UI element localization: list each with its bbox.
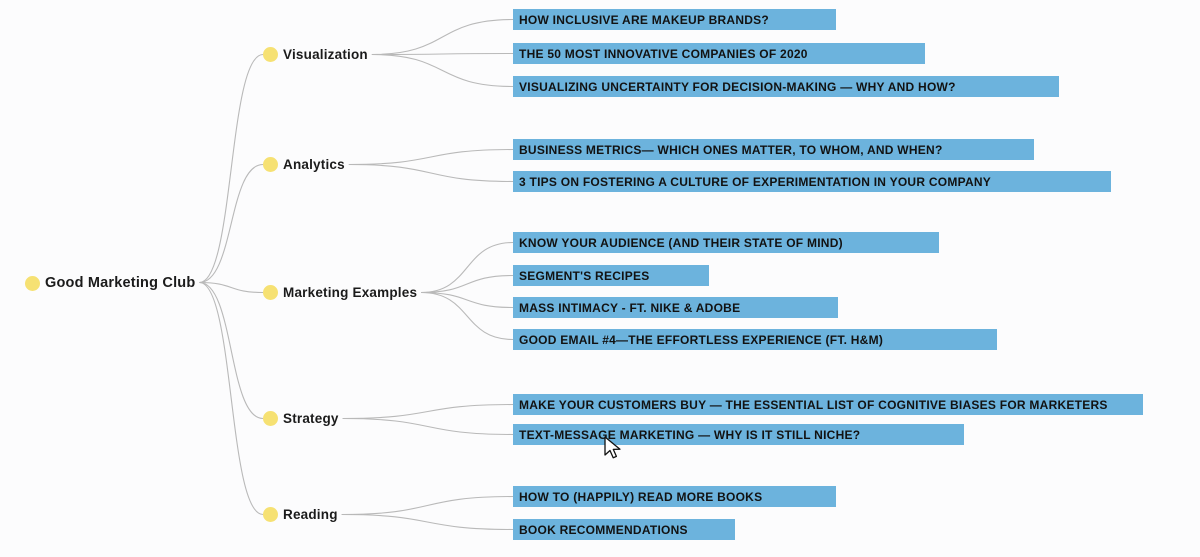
edge-root-to-marketing-examples: [199, 281, 264, 294]
branch-node-label: Visualization: [283, 47, 368, 62]
branch-node-label: Reading: [283, 507, 338, 522]
leaf-node-how-to-happily-read-more-books[interactable]: How to (happily) read more books: [513, 486, 836, 507]
edge-root-to-strategy: [199, 281, 264, 420]
leaf-node-how-inclusive-are-makeup-brands[interactable]: How inclusive are makeup brands?: [513, 9, 836, 30]
edge-marketing-examples-to-leaf-1: [421, 274, 514, 294]
leaf-node-label: Make your customers buy — the essential …: [519, 397, 1108, 412]
edge-marketing-examples-to-leaf-2: [421, 291, 514, 309]
edge-root-to-reading: [199, 281, 264, 516]
branch-node-dot-icon: [263, 411, 278, 426]
leaf-node-label: Mass intimacy - ft. Nike & Adobe: [519, 300, 741, 315]
leaf-node-know-your-audience-and-their-state-of-mind[interactable]: Know your audience (and their state of m…: [513, 232, 939, 253]
leaf-node-label: How inclusive are makeup brands?: [519, 12, 770, 27]
edge-reading-to-leaf-1: [341, 513, 514, 531]
leaf-node-label: How to (happily) read more books: [519, 489, 763, 504]
root-node-dot-icon: [25, 275, 40, 291]
leaf-node-label: Know your audience (and their state of m…: [519, 235, 843, 250]
branch-node-dot-icon: [263, 47, 278, 62]
leaf-node-label: Segment's recipes: [519, 268, 650, 283]
branch-node-analytics[interactable]: Analytics: [263, 157, 345, 172]
edge-marketing-examples-to-leaf-0: [421, 241, 514, 294]
edge-strategy-to-leaf-0: [342, 403, 514, 420]
branch-node-reading[interactable]: Reading: [263, 507, 338, 522]
edge-root-to-visualization: [199, 53, 264, 284]
leaf-node-label: Good email #4—the effortless experience …: [519, 332, 884, 347]
leaf-node-label: Business metrics— which ones matter, to …: [519, 142, 943, 157]
branch-node-marketing-examples[interactable]: Marketing Examples: [263, 285, 417, 300]
leaf-node-make-your-customers-buy-the-essential-list-of-co[interactable]: Make your customers buy — the essential …: [513, 394, 1143, 415]
root-node[interactable]: Good Marketing Club: [25, 275, 195, 291]
leaf-node-label: The 50 most innovative companies of 2020: [519, 46, 808, 61]
branch-node-label: Marketing Examples: [283, 285, 418, 300]
edge-strategy-to-leaf-1: [342, 417, 514, 436]
leaf-node-segment-s-recipes[interactable]: Segment's recipes: [513, 265, 709, 286]
edge-visualization-to-leaf-1: [371, 52, 514, 56]
branch-node-dot-icon: [263, 507, 278, 522]
leaf-node-label: Text-message marketing — why is it still…: [519, 427, 861, 442]
branch-node-dot-icon: [263, 285, 278, 300]
branch-node-label: Analytics: [283, 157, 345, 172]
leaf-node-good-email-4-the-effortless-experience-ft-h-m[interactable]: Good email #4—the effortless experience …: [513, 329, 997, 350]
root-node-label: Good Marketing Club: [45, 275, 196, 291]
leaf-node-mass-intimacy-ft-nike-adobe[interactable]: Mass intimacy - ft. Nike & Adobe: [513, 297, 838, 318]
branch-node-dot-icon: [263, 157, 278, 172]
leaf-node-visualizing-uncertainty-for-decision-making-why-[interactable]: Visualizing uncertainty for decision-mak…: [513, 76, 1059, 97]
leaf-node-business-metrics-which-ones-matter-to-whom-and-w[interactable]: Business metrics— which ones matter, to …: [513, 139, 1034, 160]
edge-analytics-to-leaf-0: [348, 148, 514, 166]
edge-reading-to-leaf-0: [341, 495, 514, 516]
edge-visualization-to-leaf-0: [371, 18, 514, 56]
edge-root-to-analytics: [199, 163, 264, 284]
edge-marketing-examples-to-leaf-3: [421, 291, 514, 341]
branch-node-strategy[interactable]: Strategy: [263, 411, 339, 426]
leaf-node-book-recommendations[interactable]: Book recommendations: [513, 519, 735, 540]
leaf-node-text-message-marketing-why-is-it-still-niche[interactable]: Text-message marketing — why is it still…: [513, 424, 964, 445]
edge-visualization-to-leaf-2: [371, 53, 514, 88]
edge-analytics-to-leaf-1: [348, 163, 514, 183]
leaf-node-label: Visualizing uncertainty for decision-mak…: [519, 79, 956, 94]
leaf-node-the-50-most-innovative-companies-of-2020[interactable]: The 50 most innovative companies of 2020: [513, 43, 925, 64]
branch-node-visualization[interactable]: Visualization: [263, 47, 368, 62]
leaf-node-3-tips-on-fostering-a-culture-of-experimentation[interactable]: 3 tips on fostering a culture of experim…: [513, 171, 1111, 192]
leaf-node-label: Book recommendations: [519, 522, 688, 537]
branch-node-label: Strategy: [283, 411, 339, 426]
leaf-node-label: 3 tips on fostering a culture of experim…: [519, 174, 992, 189]
